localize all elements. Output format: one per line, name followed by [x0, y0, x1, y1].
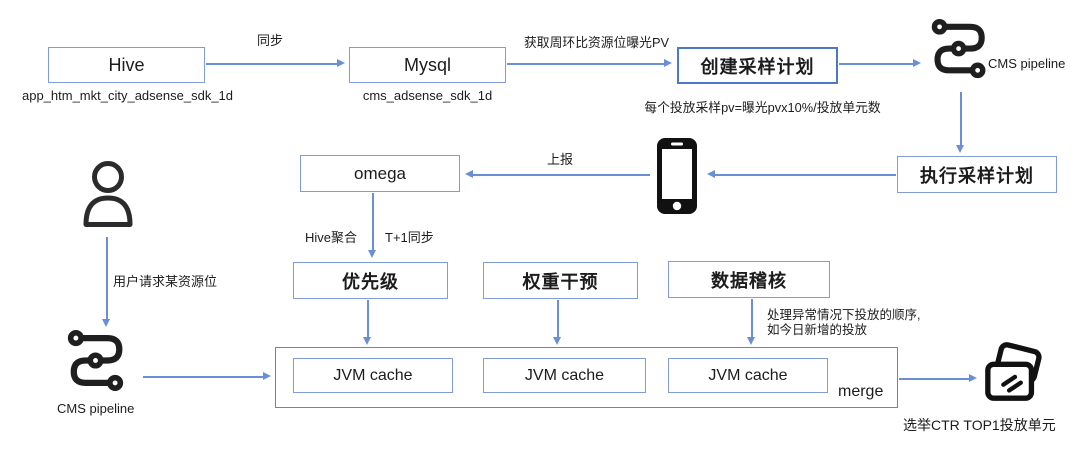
arrow-omega-to-priority — [372, 193, 374, 250]
arrow-user-to-cms — [106, 237, 108, 319]
elect-ctr-top1-label: 选举CTR TOP1投放单元 — [903, 417, 1056, 433]
hive-box: Hive — [48, 47, 205, 83]
user-icon — [83, 161, 133, 227]
arrow-cms-to-exec — [960, 92, 962, 145]
sampling-formula-label: 每个投放采样pv=曝光pvx10%/投放单元数 — [644, 100, 881, 115]
audit-note-line2: 如今日新增的投放 — [767, 323, 868, 337]
arrow-user-to-cms-head — [102, 319, 110, 327]
arrow-audit-to-cache-head — [747, 337, 755, 345]
arrow-mysql-to-create — [507, 63, 664, 65]
arrow-phone-to-omega-head — [465, 170, 473, 178]
cards-icon — [985, 342, 1042, 401]
arrow-cms-to-container — [143, 376, 263, 378]
arrow-cms-to-exec-head — [956, 145, 964, 153]
arrow-omega-to-priority-head — [368, 250, 376, 258]
arrow-phone-to-omega — [473, 174, 650, 176]
report-label: 上报 — [546, 152, 573, 167]
arrow-weight-to-cache — [557, 300, 559, 337]
audit-note-line1: 处理异常情况下投放的顺序, — [767, 308, 921, 322]
execute-sampling-plan-box: 执行采样计划 — [897, 156, 1057, 193]
fetch-exposure-pv-label: 获取周环比资源位曝光PV — [524, 35, 670, 50]
arrow-create-to-cms-head — [913, 59, 921, 67]
arrow-container-to-result — [899, 378, 969, 380]
arrow-cms-to-container-head — [263, 372, 271, 380]
jvm-cache-box-1: JVM cache — [293, 358, 453, 393]
hive-table-label: app_htm_mkt_city_adsense_sdk_1d — [21, 88, 234, 103]
cms-pipeline-bottom-label: CMS pipeline — [57, 401, 135, 416]
arrow-container-to-result-head — [969, 374, 977, 382]
user-request-label: 用户请求某资源位 — [113, 274, 218, 289]
arrow-exec-to-phone — [715, 174, 896, 176]
arrow-hive-to-mysql — [206, 63, 337, 65]
weight-intervention-box: 权重干预 — [483, 262, 638, 299]
create-sampling-plan-box: 创建采样计划 — [677, 47, 838, 84]
jvm-cache-box-3: JVM cache — [668, 358, 828, 393]
mysql-table-label: cms_adsense_sdk_1d — [362, 88, 493, 103]
jvm-cache-box-2: JVM cache — [483, 358, 646, 393]
arrow-audit-to-cache — [751, 299, 753, 337]
omega-box: omega — [300, 155, 460, 192]
hive-aggregate-label: Hive聚合 — [305, 230, 358, 245]
data-audit-box: 数据稽核 — [668, 261, 830, 298]
arrow-hive-to-mysql-head — [337, 59, 345, 67]
cms-pipeline-top-label: CMS pipeline — [988, 56, 1066, 71]
priority-box: 优先级 — [293, 262, 448, 299]
arrow-weight-to-cache-head — [553, 337, 561, 345]
arrow-priority-to-cache-head — [363, 337, 371, 345]
phone-icon — [657, 138, 697, 214]
cms-pipeline-bottom-icon — [67, 330, 124, 391]
arrow-create-to-cms — [839, 63, 913, 65]
arrow-mysql-to-create-head — [664, 59, 672, 67]
arrow-priority-to-cache — [367, 300, 369, 337]
merge-label: merge — [838, 383, 884, 400]
arrow-exec-to-phone-head — [707, 170, 715, 178]
mysql-box: Mysql — [349, 47, 506, 83]
audit-note: 处理异常情况下投放的顺序, 如今日新增的投放 — [767, 308, 920, 338]
cms-pipeline-icon — [931, 19, 986, 79]
sync-label: 同步 — [256, 33, 283, 48]
t-plus-1-sync-label: T+1同步 — [385, 230, 434, 245]
